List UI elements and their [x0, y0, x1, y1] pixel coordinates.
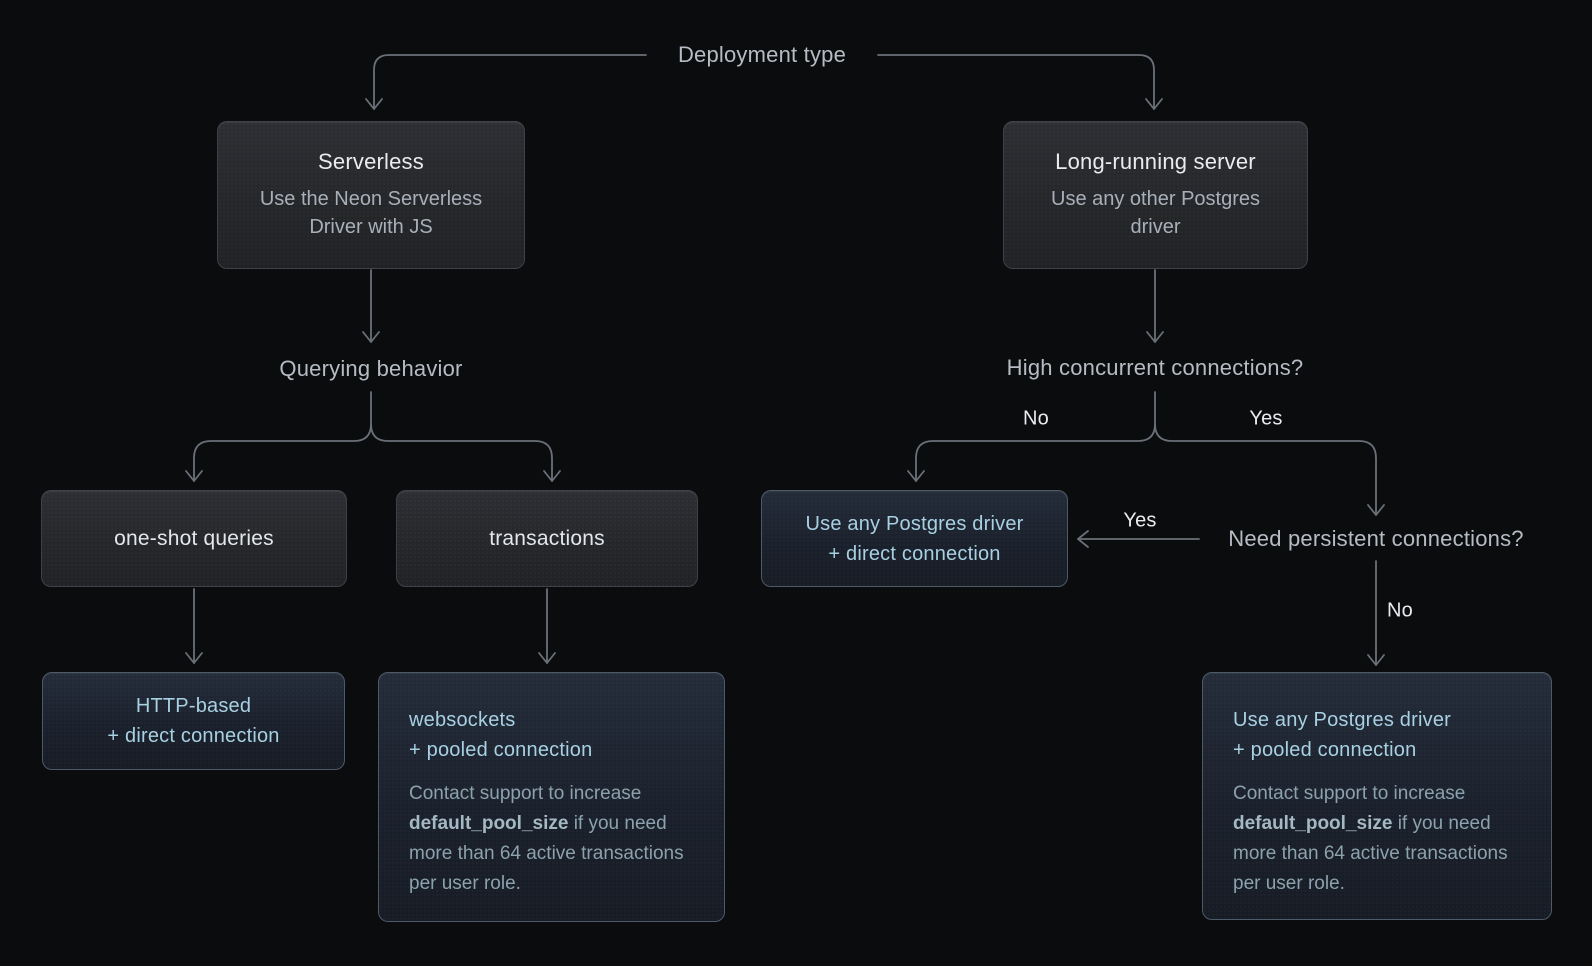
- note-right-prefix: Contact support to increase: [1233, 783, 1466, 804]
- concurrent-yes-label: Yes: [1249, 407, 1283, 430]
- persistent-yes-left-arrow: [1077, 530, 1200, 548]
- pool-size-note: Contact support to increase default_pool…: [409, 779, 694, 899]
- high-concurrent-label: High concurrent connections?: [1006, 355, 1304, 380]
- result-any-driver-direct: Use any Postgres driver + direct connect…: [761, 490, 1068, 587]
- need-persistent-label: Need persistent connections?: [1228, 526, 1524, 551]
- querying-fork-right-connector: [370, 423, 561, 482]
- node-transactions: transactions: [396, 490, 698, 587]
- persistent-no-down-connector: [1367, 560, 1385, 666]
- result-websockets-line1: websockets: [409, 709, 516, 731]
- result-http-line1: HTTP-based: [135, 695, 252, 717]
- concurrent-no-label: No: [1023, 407, 1049, 430]
- node-long-running-title: Long-running server: [1055, 149, 1256, 174]
- serverless-to-querying-connector: [362, 269, 380, 343]
- result-http-direct: HTTP-based + direct connection: [42, 672, 345, 770]
- note-suffix: if you need more than 64 active transact…: [409, 813, 684, 894]
- server-to-concurrent-connector: [1146, 269, 1164, 343]
- result-http-line2: + direct connection: [107, 725, 280, 747]
- one-shot-queries-label: one-shot queries: [114, 526, 274, 550]
- node-long-running-server: Long-running server Use any other Postgr…: [1003, 121, 1308, 269]
- concurrent-fork-no-connector: [907, 391, 1156, 482]
- result-pooled-line1: Use any Postgres driver: [1233, 709, 1452, 731]
- note-right-code: default_pool_size: [1233, 813, 1393, 834]
- note-prefix: Contact support to increase: [409, 783, 642, 804]
- persistent-yes-label: Yes: [1123, 509, 1157, 532]
- node-serverless-subtitle: Use the Neon Serverless Driver with JS: [259, 188, 483, 238]
- result-direct-line1: Use any Postgres driver: [805, 512, 1024, 535]
- root-to-server-connector: [877, 54, 1163, 110]
- result-websockets-pooled: websockets + pooled connection Contact s…: [378, 672, 725, 922]
- pool-size-note-right: Contact support to increase default_pool…: [1233, 779, 1521, 899]
- root-label: Deployment type: [677, 42, 847, 67]
- transactions-to-websockets-connector: [538, 588, 556, 664]
- result-websockets-line2: + pooled connection: [409, 739, 593, 761]
- result-any-driver-pooled: Use any Postgres driver + pooled connect…: [1202, 672, 1552, 920]
- note-right-suffix: if you need more than 64 active transact…: [1233, 813, 1508, 894]
- querying-behavior-label: Querying behavior: [279, 356, 463, 381]
- persistent-no-label: No: [1387, 599, 1413, 622]
- note-code: default_pool_size: [409, 813, 569, 834]
- transactions-label: transactions: [489, 526, 605, 550]
- root-to-serverless-connector: [365, 54, 647, 110]
- node-long-running-subtitle: Use any other Postgres driver: [1051, 188, 1260, 238]
- concurrent-fork-yes-connector: [1154, 423, 1385, 516]
- result-direct-line2: + direct connection: [828, 542, 1001, 565]
- node-serverless: Serverless Use the Neon Serverless Drive…: [217, 121, 525, 269]
- querying-fork-left-connector: [185, 391, 372, 482]
- node-serverless-title: Serverless: [318, 149, 424, 174]
- oneshot-to-http-connector: [185, 588, 203, 664]
- result-pooled-line2: + pooled connection: [1233, 739, 1417, 761]
- node-one-shot-queries: one-shot queries: [41, 490, 347, 587]
